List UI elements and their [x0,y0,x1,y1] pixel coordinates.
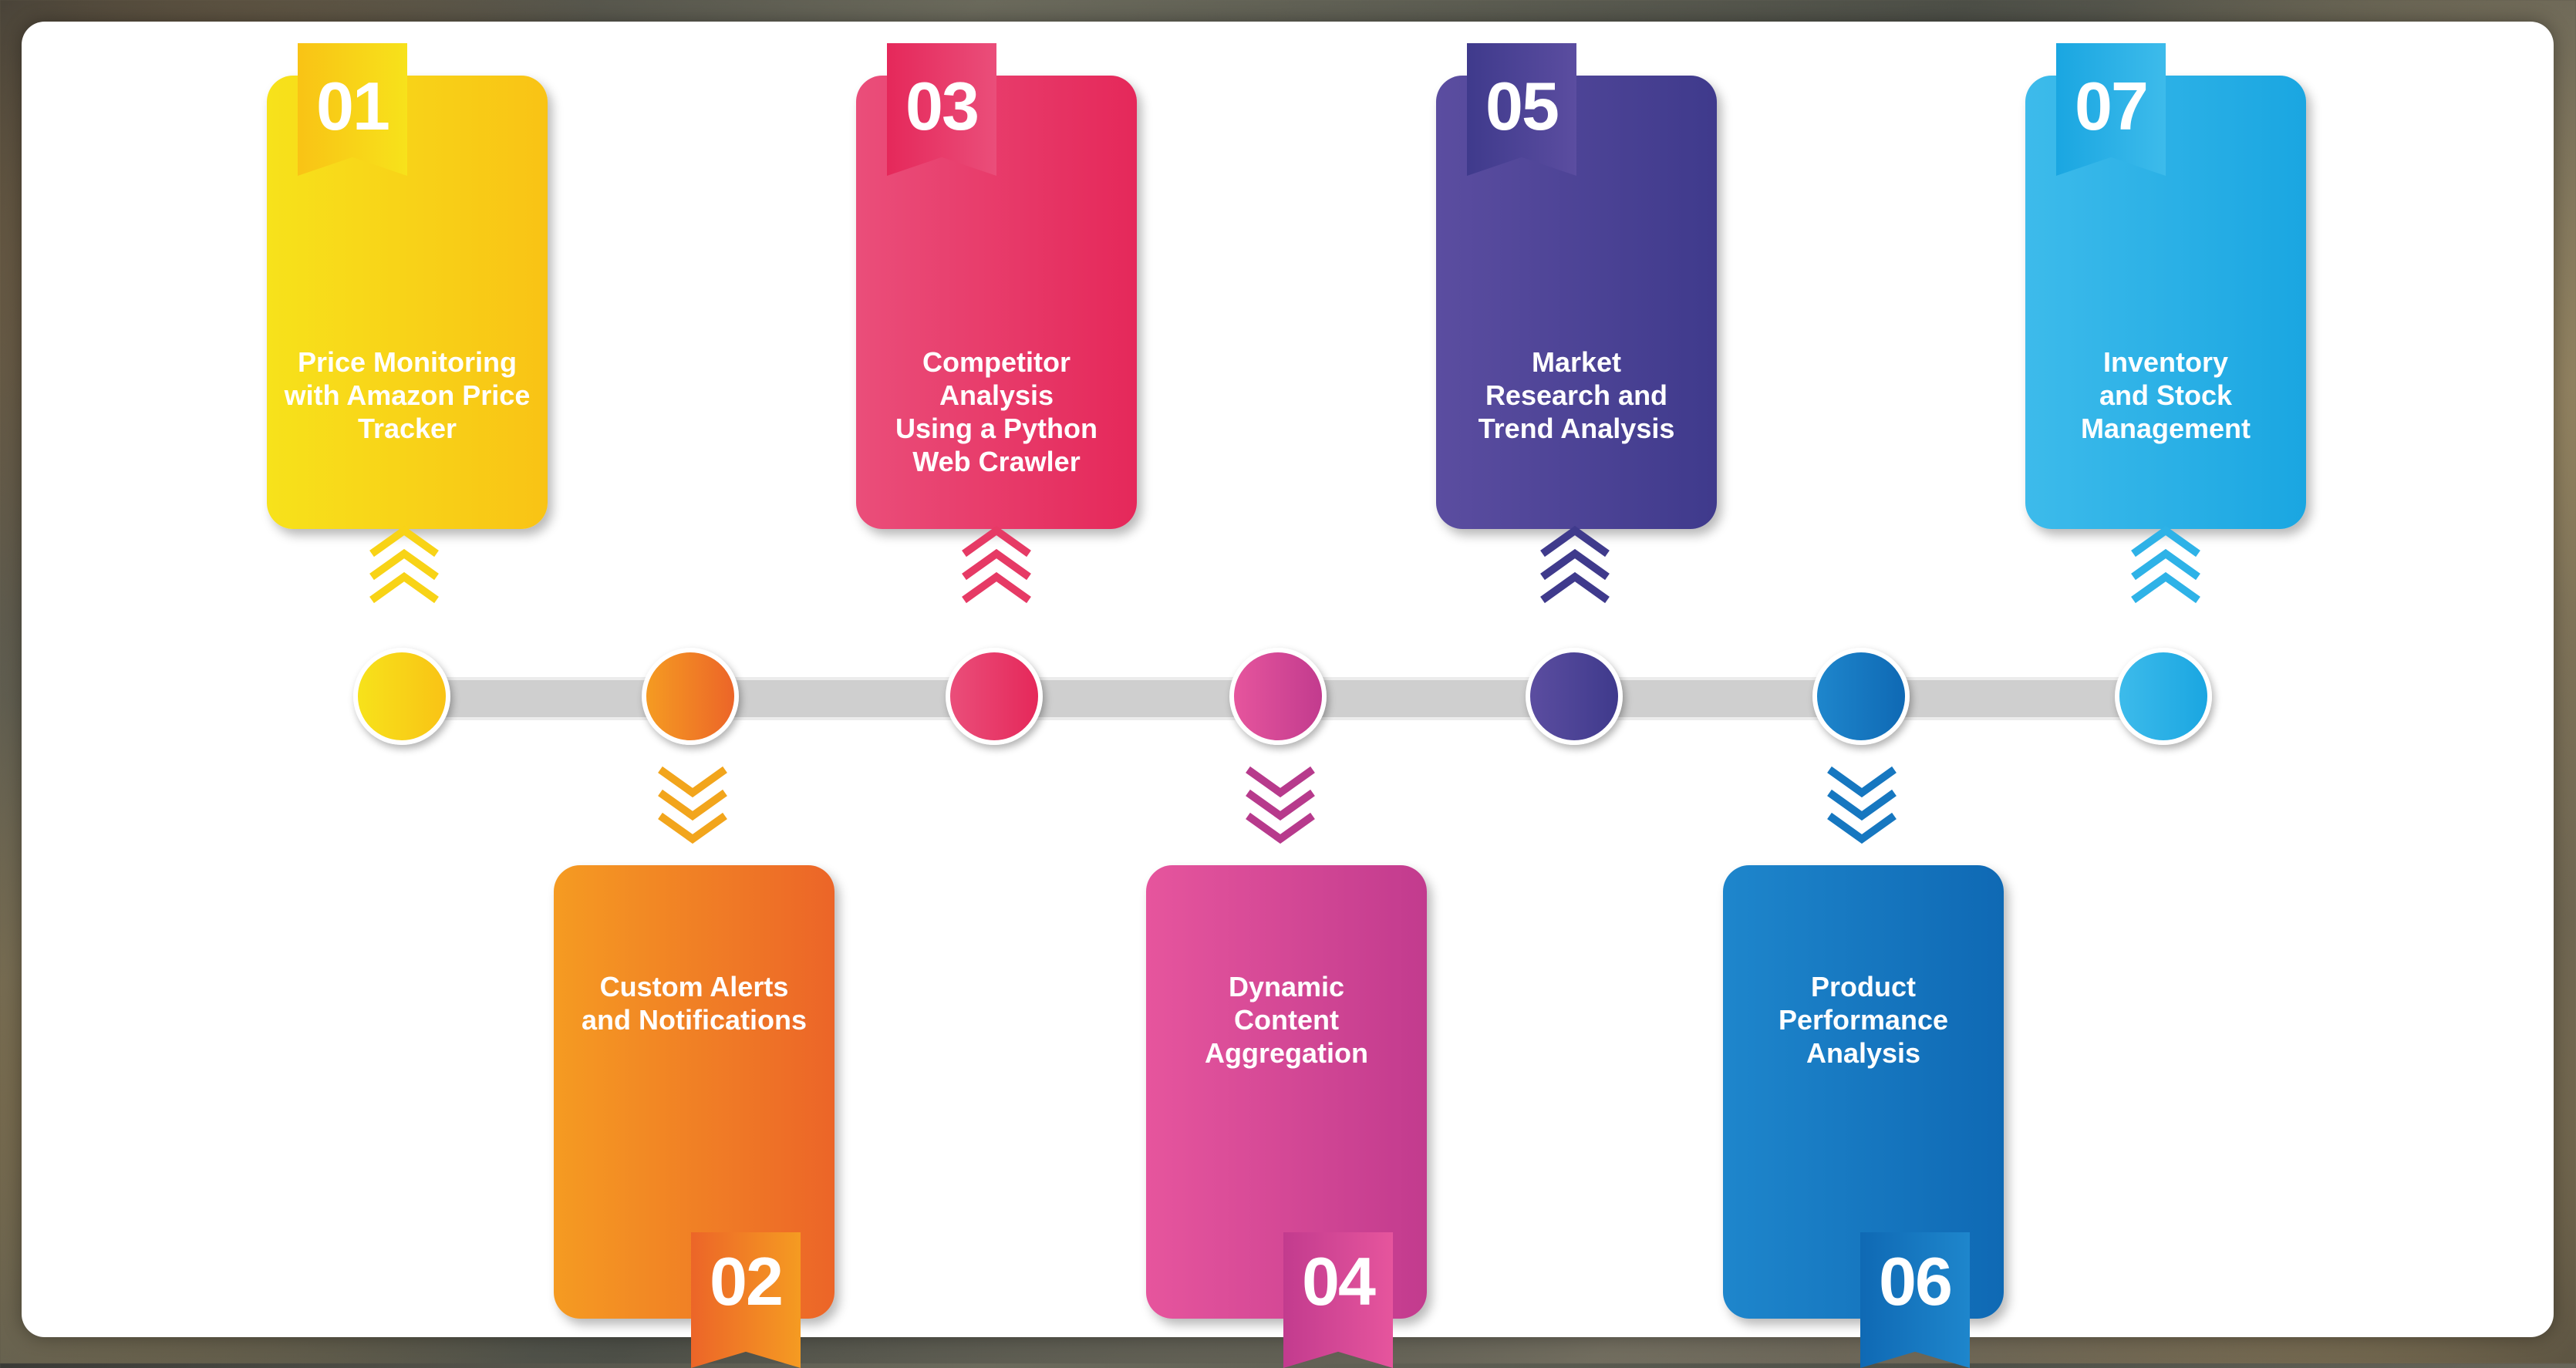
timeline-node-04 [1229,648,1327,745]
chevron-down-icon [1823,762,1900,847]
step-number: 06 [1879,1245,1951,1368]
step-card-03: 03 Competitor Analysis Using a Python We… [856,76,1137,529]
chevron-down-icon [1242,762,1319,847]
step-number-ribbon: 06 [1860,1232,1970,1368]
step-label: Custom Alerts and Notifications [554,970,835,1036]
step-number: 03 [905,69,978,176]
step-number: 05 [1485,69,1558,176]
step-label: Competitor Analysis Using a Python Web C… [856,345,1137,478]
step-number: 07 [2075,69,2147,176]
step-number-ribbon: 01 [298,43,407,176]
step-card-02: Custom Alerts and Notifications 02 [554,865,835,1319]
step-number: 01 [316,69,389,176]
infographic-panel: 01 Price Monitoring with Amazon Price Tr… [22,22,2554,1337]
step-card-05: 05 Market Research and Trend Analysis [1436,76,1717,529]
chevron-up-icon [1536,523,1613,608]
timeline-node-06 [1812,648,1910,745]
step-number-ribbon: 04 [1283,1232,1393,1368]
timeline-node-03 [946,648,1043,745]
step-number-ribbon: 05 [1467,43,1576,176]
chevron-up-icon [366,523,443,608]
chevron-down-icon [654,762,731,847]
step-card-07: 07 Inventory and Stock Management [2025,76,2306,529]
timeline-node-07 [2115,648,2212,745]
step-number: 04 [1302,1245,1374,1368]
step-card-06: Product Performance Analysis 06 [1723,865,2004,1319]
timeline-node-02 [642,648,739,745]
step-card-04: Dynamic Content Aggregation 04 [1146,865,1427,1319]
step-label: Market Research and Trend Analysis [1436,345,1717,445]
timeline-node-01 [353,648,450,745]
step-number-ribbon: 03 [887,43,996,176]
step-card-01: 01 Price Monitoring with Amazon Price Tr… [267,76,548,529]
timeline-node-05 [1526,648,1623,745]
step-label: Product Performance Analysis [1723,970,2004,1070]
step-number: 02 [710,1245,782,1368]
step-label: Inventory and Stock Management [2025,345,2306,445]
step-label: Dynamic Content Aggregation [1146,970,1427,1070]
step-label: Price Monitoring with Amazon Price Track… [267,345,548,445]
chevron-up-icon [958,523,1035,608]
step-number-ribbon: 02 [691,1232,801,1368]
step-number-ribbon: 07 [2056,43,2166,176]
chevron-up-icon [2127,523,2204,608]
